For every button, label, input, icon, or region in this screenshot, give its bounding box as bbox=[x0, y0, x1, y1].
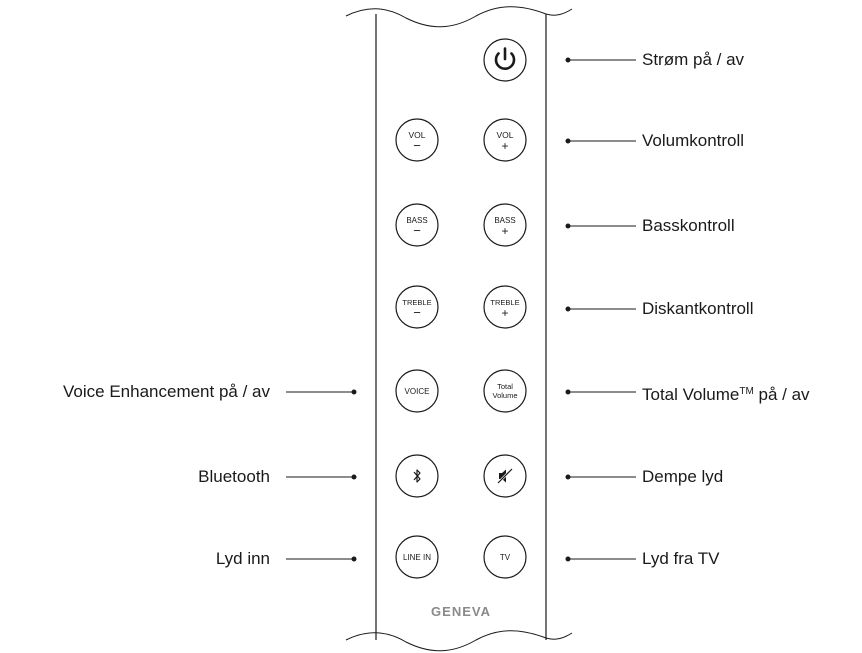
vol-minus-label: VOL bbox=[408, 130, 425, 140]
label-treble: Diskantkontroll bbox=[642, 299, 754, 318]
power-icon bbox=[494, 47, 516, 70]
treble-minus-sign: − bbox=[413, 305, 421, 320]
vol-plus-label: VOL bbox=[496, 130, 513, 140]
bass-plus-sign: + bbox=[501, 224, 508, 238]
voice-button[interactable]: VOICE bbox=[395, 369, 439, 413]
trademark-mark: TM bbox=[739, 386, 754, 397]
bluetooth-button[interactable] bbox=[395, 454, 439, 498]
tv-label: TV bbox=[500, 553, 511, 562]
vol-plus-sign: + bbox=[501, 139, 508, 153]
label-voice: Voice Enhancement på / av bbox=[63, 382, 270, 401]
label-total-volume-suffix: på / av bbox=[753, 385, 810, 404]
label-tv: Lyd fra TV bbox=[642, 549, 720, 568]
label-line-in: Lyd inn bbox=[215, 549, 270, 568]
line-in-label: LINE IN bbox=[403, 553, 431, 562]
bass-minus-sign: − bbox=[413, 223, 421, 238]
mute-icon bbox=[497, 468, 513, 484]
brand-logo: GENEVA bbox=[431, 604, 491, 619]
mute-button[interactable] bbox=[483, 454, 527, 498]
remote-top-wave bbox=[345, 6, 573, 28]
line-in-button[interactable]: LINE IN bbox=[395, 535, 439, 579]
bass-minus-button[interactable]: BASS − bbox=[395, 203, 439, 247]
treble-plus-sign: + bbox=[501, 306, 508, 320]
treble-plus-label: TREBLE bbox=[490, 298, 519, 307]
tv-button[interactable]: TV bbox=[483, 535, 527, 579]
treble-plus-button[interactable]: TREBLE + bbox=[483, 285, 527, 329]
bluetooth-icon bbox=[413, 469, 421, 483]
power-button[interactable] bbox=[483, 38, 527, 82]
label-bass: Basskontroll bbox=[642, 216, 735, 235]
label-volume: Volumkontroll bbox=[642, 131, 745, 150]
label-power: Strøm på / av bbox=[642, 50, 745, 69]
bass-minus-label: BASS bbox=[406, 216, 427, 225]
remote-bottom-wave bbox=[345, 630, 573, 652]
vol-minus-button[interactable]: VOL − bbox=[395, 118, 439, 162]
voice-label: VOICE bbox=[405, 387, 430, 396]
right-callouts bbox=[565, 57, 636, 562]
vol-minus-sign: − bbox=[413, 138, 421, 153]
total-volume-label-line1: Total bbox=[497, 382, 513, 391]
bass-plus-label: BASS bbox=[494, 216, 515, 225]
total-volume-label-line2: Volume bbox=[492, 391, 517, 400]
label-mute: Dempe lyd bbox=[642, 467, 724, 486]
total-volume-button[interactable]: Total Volume bbox=[483, 369, 527, 413]
left-callouts bbox=[286, 389, 357, 562]
bass-plus-button[interactable]: BASS + bbox=[483, 203, 527, 247]
remote-body-outline bbox=[375, 14, 547, 640]
label-total-volume-prefix: Total Volume bbox=[642, 385, 740, 404]
label-total-volume: Total VolumeTM på / av bbox=[642, 382, 810, 405]
vol-plus-button[interactable]: VOL + bbox=[483, 118, 527, 162]
treble-minus-label: TREBLE bbox=[402, 298, 431, 307]
label-bluetooth: Bluetooth bbox=[198, 467, 270, 486]
treble-minus-button[interactable]: TREBLE − bbox=[395, 285, 439, 329]
